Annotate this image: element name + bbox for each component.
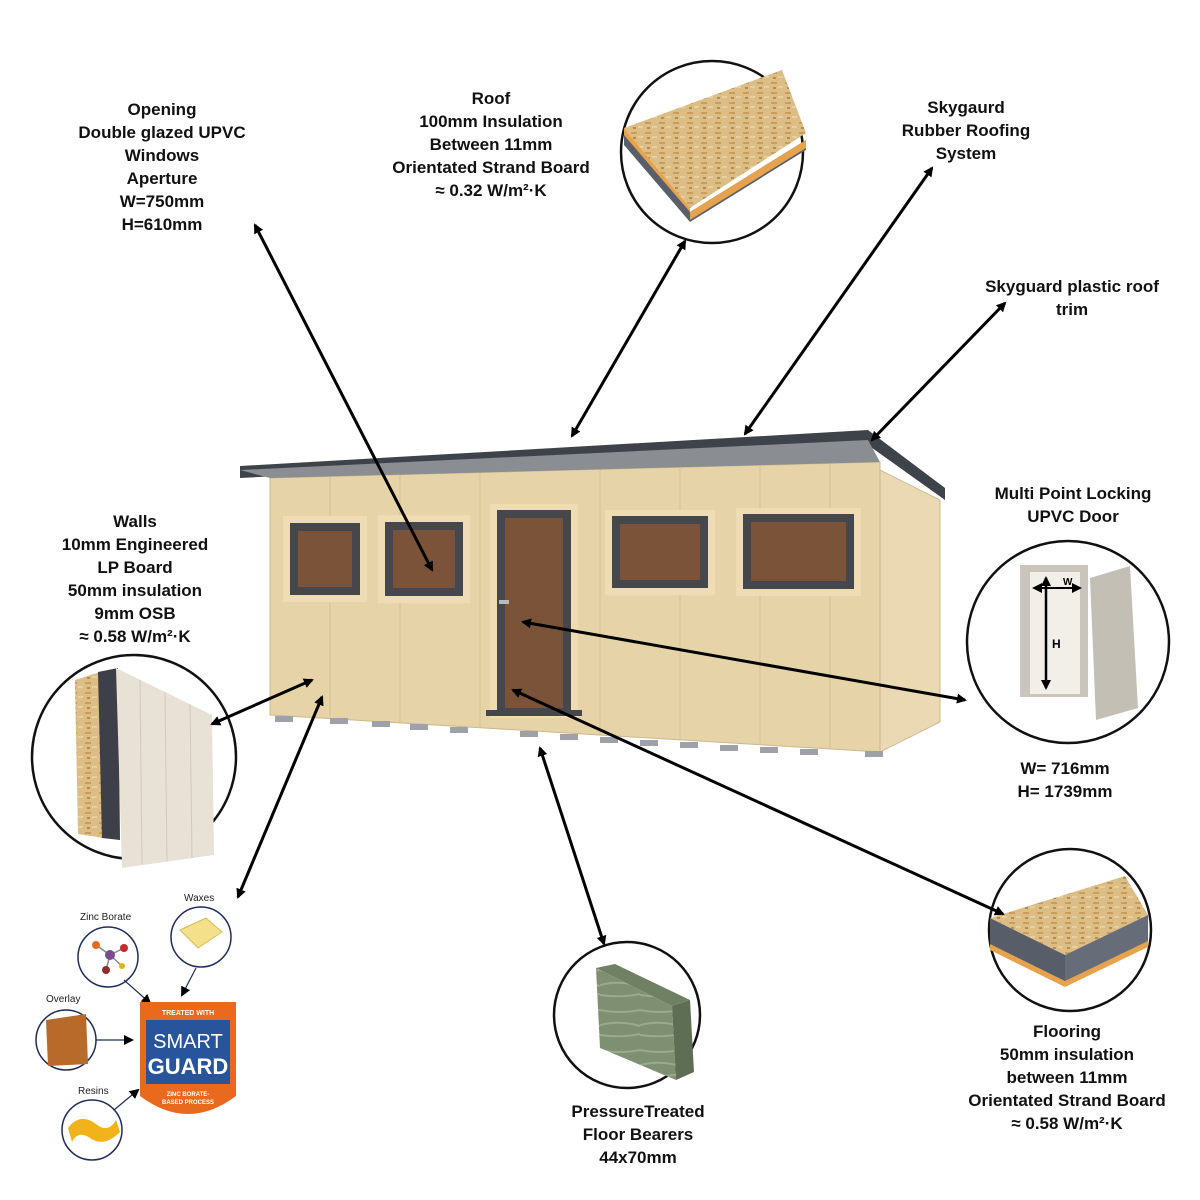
overlay-wood-icon: [46, 1014, 88, 1066]
svg-text:BASED PROCESS: BASED PROCESS: [162, 1100, 214, 1106]
door-height-letter: H: [1052, 637, 1061, 651]
wax-icon: [179, 917, 223, 949]
shed: [240, 430, 945, 757]
arrow-roof: [570, 239, 687, 438]
arrow-trim: [870, 301, 1007, 442]
window-4: [736, 508, 861, 596]
smartguard-badge: TREATED WITH SMART GUARD ZINC BORATE- BA…: [140, 1002, 236, 1114]
arrow-rubber: [743, 166, 934, 436]
walls-detail-circle: [30, 653, 238, 868]
arrow-flooring: [511, 688, 1005, 916]
zinc-borate-label: Zinc Borate: [80, 912, 132, 923]
door-detail-circle: W H: [965, 539, 1171, 745]
flooring-detail-circle: [987, 847, 1153, 1013]
window-2: [378, 515, 470, 603]
svg-text:SMART: SMART: [153, 1031, 223, 1053]
door-width-letter: W: [1063, 577, 1073, 588]
resins-label: Resins: [78, 1086, 109, 1097]
roof-detail-circle: [619, 59, 806, 245]
resin-icon: [68, 1118, 120, 1142]
svg-text:ZINC BORATE-: ZINC BORATE-: [167, 1092, 210, 1098]
molecule-icon: [92, 941, 128, 974]
bearers-detail-circle: [552, 940, 702, 1090]
arrow-window: [253, 223, 434, 572]
svg-text:TREATED WITH: TREATED WITH: [162, 1010, 214, 1017]
smartguard-graphic: TREATED WITH SMART GUARD ZINC BORATE- BA…: [35, 906, 236, 1161]
arrow-smartguard: [236, 695, 324, 899]
svg-text:GUARD: GUARD: [148, 1054, 229, 1079]
waxes-label: Waxes: [184, 893, 215, 904]
window-3: [605, 510, 715, 595]
door: [486, 504, 582, 718]
overlay-label: Overlay: [46, 994, 81, 1005]
shed-side-wall: [879, 469, 941, 753]
window-1: [283, 516, 367, 602]
pointer-arrows: [210, 166, 1007, 946]
arrow-bearers: [537, 746, 607, 946]
arrow-door: [521, 618, 967, 704]
